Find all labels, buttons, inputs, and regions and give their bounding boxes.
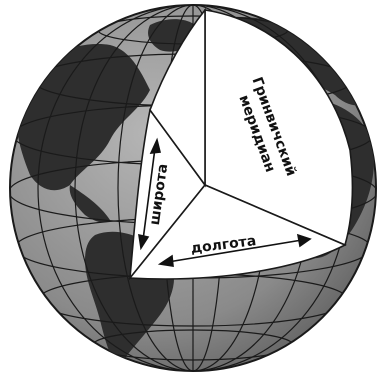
globe-diagram: широта долгота Гринвичский меридиан [0,0,386,373]
